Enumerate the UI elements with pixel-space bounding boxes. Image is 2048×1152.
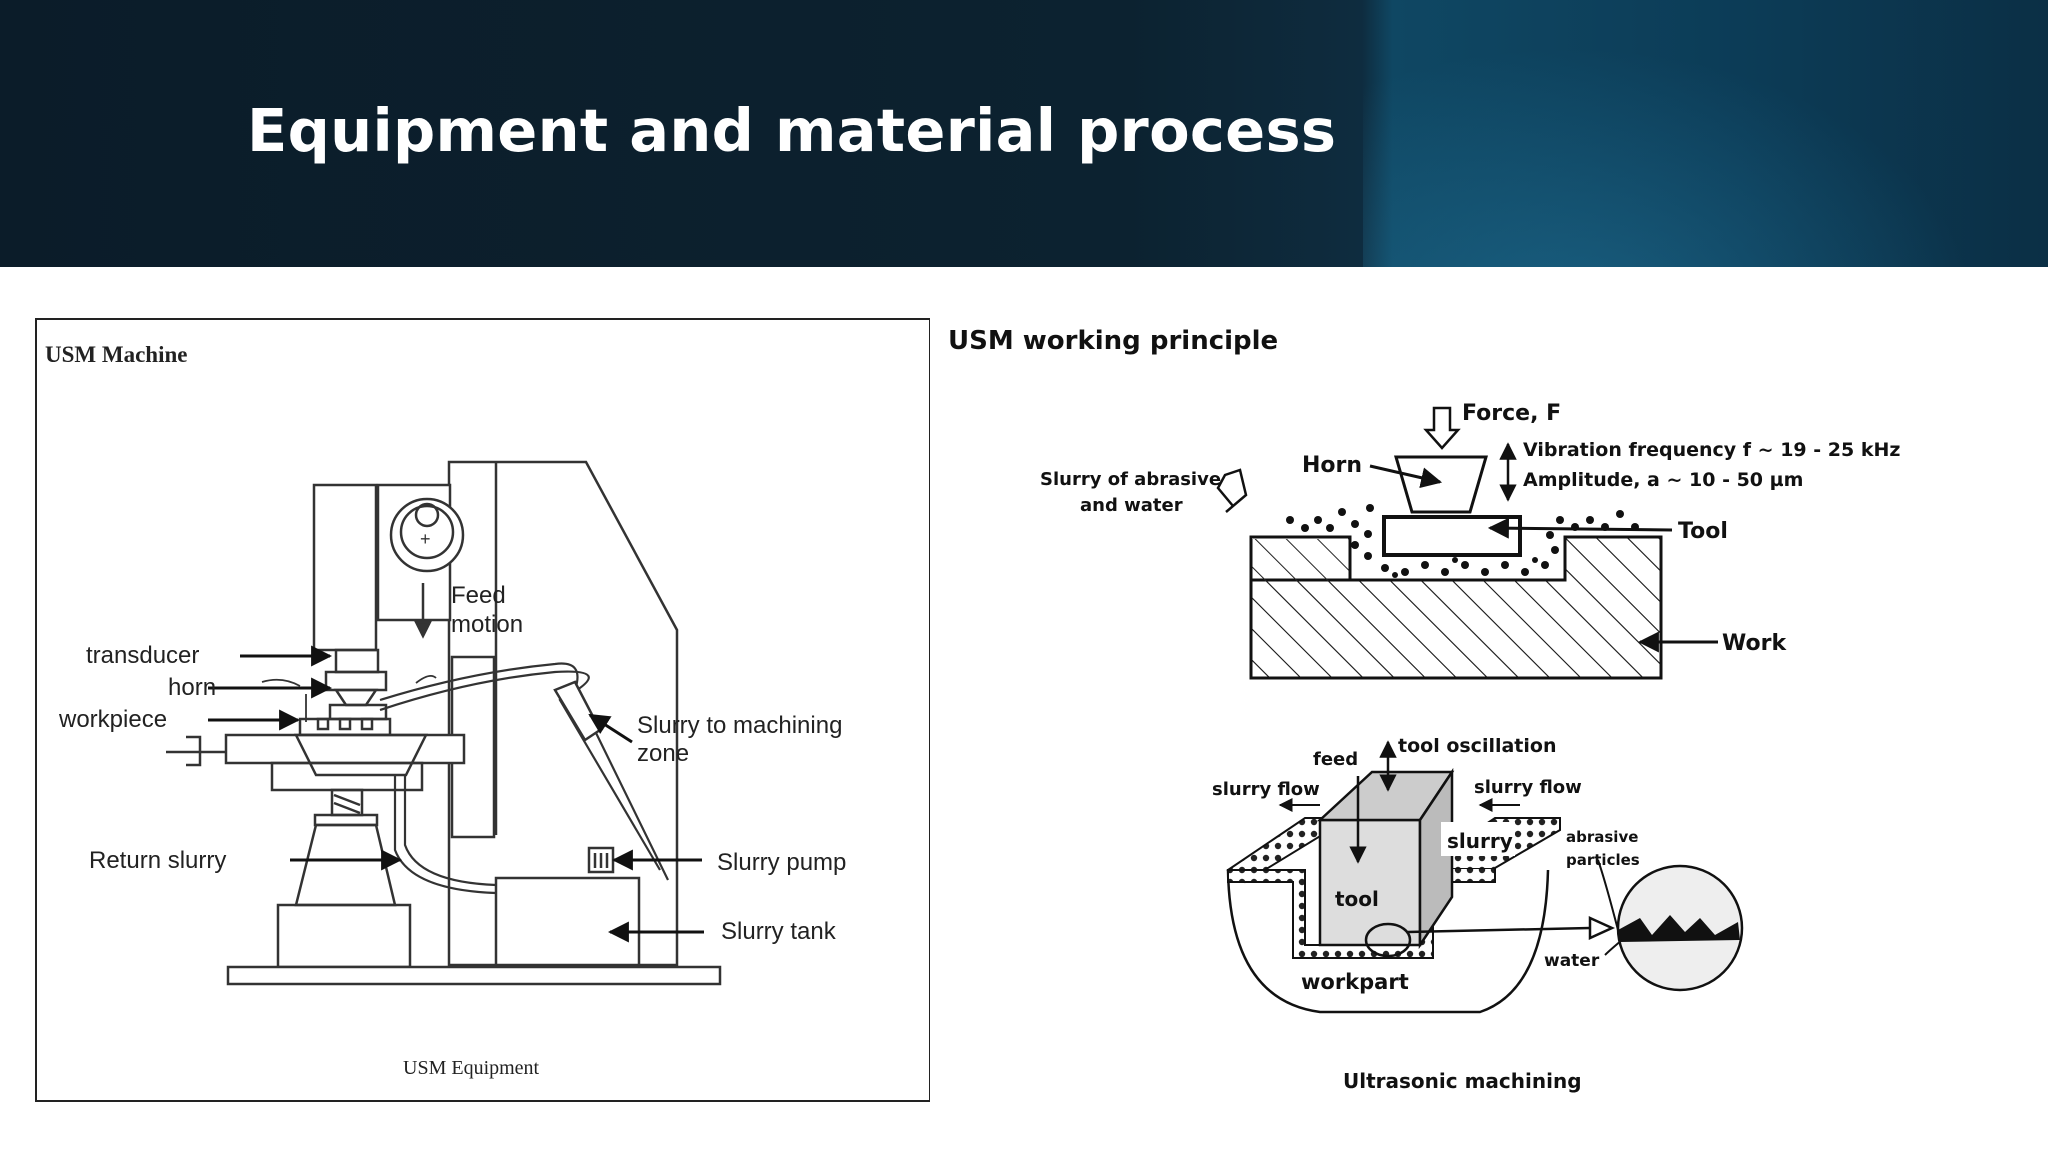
slurry-flow-left-label: slurry flow bbox=[1212, 779, 1320, 800]
usm-equipment-caption: USM Equipment bbox=[403, 1057, 540, 1079]
slurry-label-right: slurry bbox=[1447, 829, 1513, 853]
amplitude-label: Amplitude, a ~ 10 - 50 µm bbox=[1523, 469, 1803, 491]
tool-label-bottom: tool bbox=[1335, 887, 1379, 911]
svg-text:+: + bbox=[420, 529, 431, 549]
banner-gloss bbox=[1363, 0, 2048, 267]
usm-principle-figure: USM working principle Force, F Horn Vibr… bbox=[930, 314, 1972, 1110]
usm-machine-heading: USM Machine bbox=[45, 342, 187, 367]
return-slurry-label: Return slurry bbox=[89, 847, 226, 874]
horn-label: horn bbox=[168, 674, 216, 701]
abrasive-particles-label-1: abrasive bbox=[1566, 828, 1638, 846]
tool-oscillation-label: tool oscillation bbox=[1398, 735, 1556, 757]
slurry-nozzle bbox=[1216, 468, 1248, 513]
horn-shape bbox=[1394, 455, 1488, 514]
slurry-abrasive-label-1: Slurry of abrasive bbox=[1040, 469, 1221, 490]
usm-machine-drawing: + bbox=[166, 460, 722, 986]
feed-motion-label-2: motion bbox=[451, 611, 523, 638]
vibration-label: Vibration frequency f ~ 19 - 25 kHz bbox=[1523, 439, 1900, 461]
tool-block bbox=[1382, 515, 1522, 557]
horn-label-right: Horn bbox=[1302, 453, 1362, 478]
slurry-pump-label: Slurry pump bbox=[717, 849, 846, 876]
slurry-flow-right-label: slurry flow bbox=[1474, 777, 1582, 798]
feed-motion-label-1: Feed bbox=[451, 582, 506, 609]
feed-label-right: feed bbox=[1313, 749, 1358, 770]
water-label: water bbox=[1544, 951, 1600, 971]
abrasive-particles-label-2: particles bbox=[1566, 851, 1640, 869]
usm-bottom-diagram bbox=[1226, 740, 1744, 1014]
slurry-tank-label: Slurry tank bbox=[721, 918, 837, 945]
tool-label-top: Tool bbox=[1678, 519, 1728, 544]
slurry-abrasive-label-2: and water bbox=[1080, 495, 1183, 516]
slurry-to-zone-label-2: zone bbox=[637, 740, 689, 767]
workpiece-label: workpiece bbox=[58, 706, 167, 733]
usm-top-diagram bbox=[1216, 406, 1718, 680]
title-banner bbox=[0, 0, 2048, 267]
left-leader-arrows bbox=[208, 645, 704, 943]
slide-title: Equipment and material process bbox=[247, 96, 1337, 165]
tool-box-front bbox=[1318, 818, 1422, 947]
ultrasonic-machining-caption: Ultrasonic machining bbox=[1343, 1069, 1582, 1093]
workpart-label: workpart bbox=[1301, 970, 1409, 994]
force-arrow bbox=[1423, 406, 1461, 450]
usm-principle-heading: USM working principle bbox=[948, 326, 1278, 356]
work-label: Work bbox=[1722, 631, 1787, 656]
transducer-label: transducer bbox=[86, 642, 199, 669]
usm-machine-figure: USM Machine + bbox=[35, 318, 931, 1102]
force-label: Force, F bbox=[1462, 401, 1561, 426]
slurry-to-zone-label-1: Slurry to machining bbox=[637, 712, 842, 739]
